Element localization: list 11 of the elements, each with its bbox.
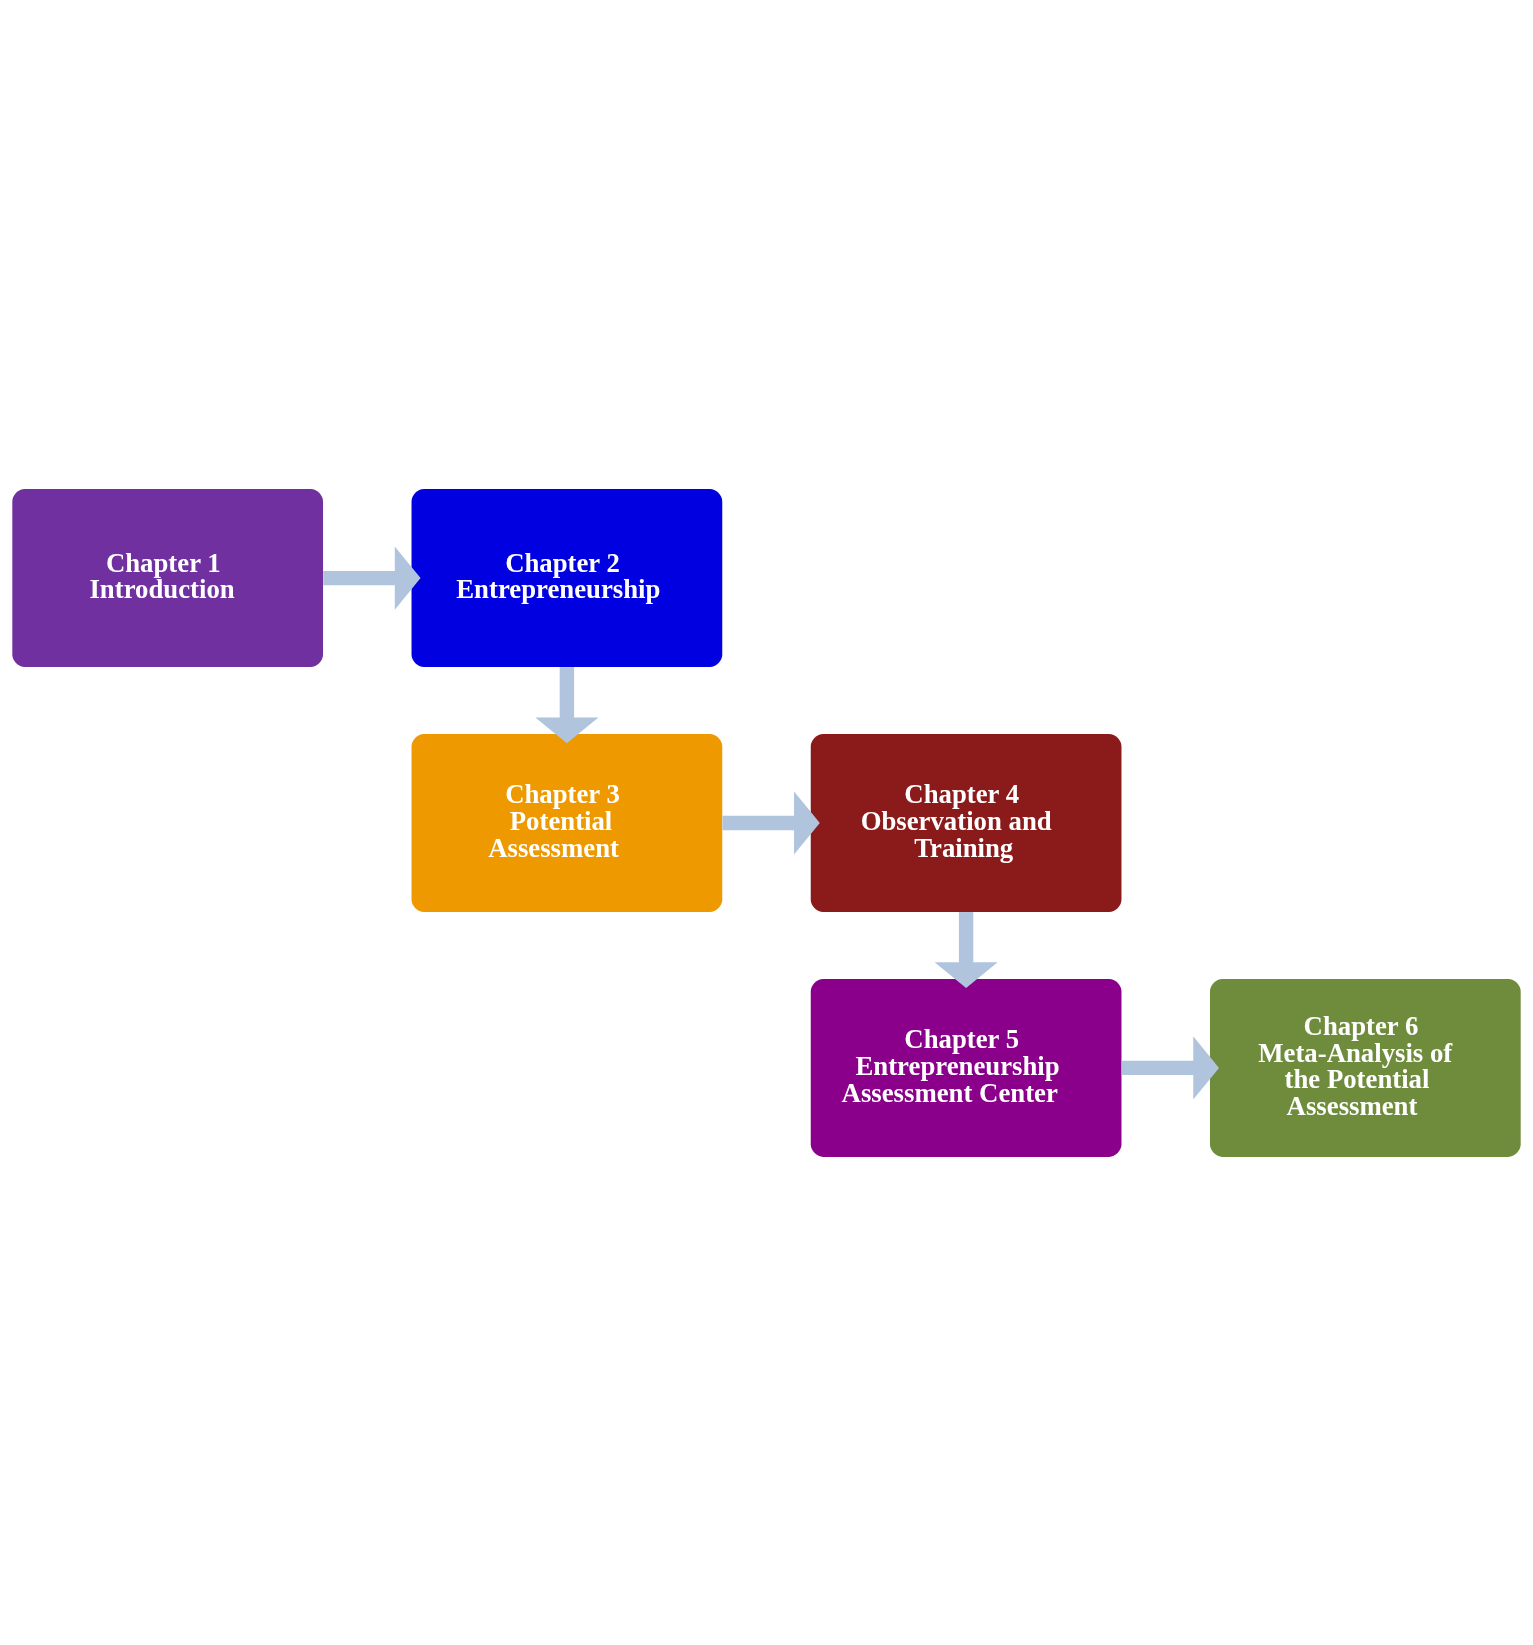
arrow: [722, 790, 820, 855]
node-box: Chapter 5 Entrepreneurship Assessment Center: [810, 978, 1122, 1157]
node-box: Chapter 4 Observation and Training: [810, 733, 1122, 912]
node-box: Chapter 1 Introduction: [12, 488, 324, 667]
node-box: Chapter 6 Meta-Analysis of the Potential Assessment: [1209, 978, 1521, 1157]
arrow: [934, 911, 998, 988]
node-box: Chapter 3 Potential Assessment: [411, 733, 723, 912]
arrow: [1121, 1035, 1219, 1099]
node-box: Chapter 2 Entrepreneurship: [411, 488, 723, 667]
arrow: [535, 666, 599, 743]
arrow: [323, 546, 421, 610]
